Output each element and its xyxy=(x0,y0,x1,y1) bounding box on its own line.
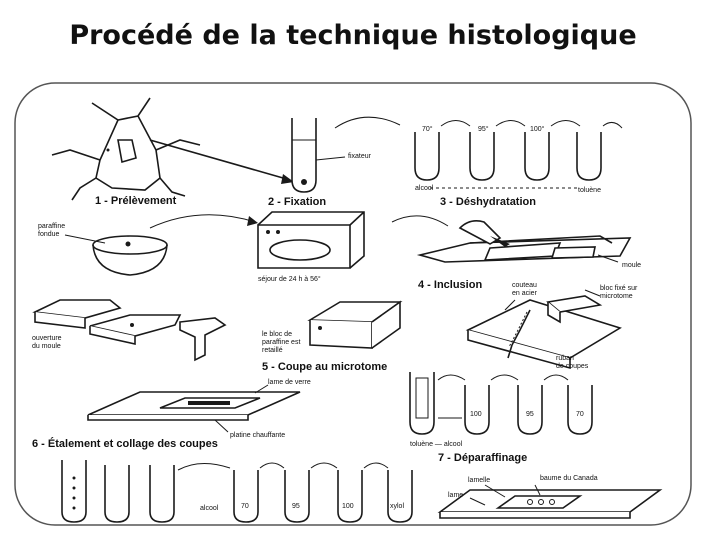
microtome-setup xyxy=(465,289,622,370)
heating-plate xyxy=(87,384,301,433)
tube-label-d95: 95 xyxy=(526,411,534,418)
tube-label-b70: 70 xyxy=(241,503,249,510)
fixation-tube xyxy=(291,118,346,193)
oven xyxy=(257,211,365,269)
tube-label-70: 70° xyxy=(422,125,433,133)
paraffin-block xyxy=(307,300,403,349)
label-paraffine: paraffine xyxy=(38,223,65,230)
step-4-label: 4 - Inclusion xyxy=(418,279,482,291)
label-lame: lame xyxy=(448,492,463,499)
label-alcool: alcool xyxy=(415,185,434,192)
arrow-to-inclusion xyxy=(391,215,449,227)
tube-label-xylol: xylol xyxy=(390,503,404,510)
label-lamelle: lamelle xyxy=(468,477,490,484)
step-6-label: 6 - Étalement et collage des coupes xyxy=(32,437,218,450)
label-ruban: ruban xyxy=(556,355,574,362)
label-de-coupes: de coupes xyxy=(556,363,589,370)
label-fondue: fondue xyxy=(38,231,60,238)
label-en-acier: en acier xyxy=(512,290,538,297)
tube-label-d100: 100 xyxy=(470,411,482,418)
rat-illustration xyxy=(51,97,201,201)
tube-label-95: 95° xyxy=(478,125,489,133)
label-baume: baume du Canada xyxy=(540,475,598,482)
diagram-frame xyxy=(14,82,692,526)
label-sejour: séjour de 24 h à 56° xyxy=(258,275,321,283)
page-title: Procédé de la technique histologique xyxy=(69,20,637,51)
paraffin-bowl xyxy=(64,234,168,276)
label-ouverture: ouverture xyxy=(32,335,62,342)
mold-pieces xyxy=(32,299,227,362)
step-2-label: 2 - Fixation xyxy=(268,196,326,208)
step-5-label: 5 - Coupe au microtome xyxy=(262,361,387,373)
step-1-label: 1 - Prélèvement xyxy=(95,195,177,207)
label-couteau: couteau xyxy=(512,282,537,289)
tube-label-b95: 95 xyxy=(292,503,300,510)
tube-label-100: 100° xyxy=(530,125,545,133)
label-bloc-2: paraffine est xyxy=(262,339,300,346)
label-alcool-bottom: alcool xyxy=(200,505,219,512)
mounted-slide xyxy=(437,484,663,519)
label-lame-de-verre: lame de verre xyxy=(268,379,311,386)
step-7-label: 7 - Déparaffinage xyxy=(438,452,527,464)
arrow-to-oven xyxy=(149,214,256,229)
label-moule: moule xyxy=(622,262,641,269)
label-bloc-3: retaillé xyxy=(262,347,283,354)
label-du-moule: du moule xyxy=(32,343,61,350)
dehydration-tubes xyxy=(414,120,623,189)
label-bloc-fixe: bloc fixé sur xyxy=(600,285,638,292)
label-toluene: toluène xyxy=(578,187,601,194)
deparaffin-tubes xyxy=(409,372,593,435)
step-3-label: 3 - Déshydratation xyxy=(440,196,536,208)
label-platine: platine chauffante xyxy=(230,432,285,439)
arrow-to-fixation xyxy=(149,139,291,181)
label-bloc-1: le bloc de xyxy=(262,331,292,338)
label-microtome: microtome xyxy=(600,293,633,300)
label-toluene-alcool: toluène — alcool xyxy=(410,441,463,448)
inclusion-setup xyxy=(416,220,632,263)
label-fixateur: fixateur xyxy=(348,153,372,160)
bottom-tubes xyxy=(61,460,413,523)
tube-label-b100: 100 xyxy=(342,503,354,510)
tube-label-d70: 70 xyxy=(576,411,584,418)
arrow-to-dehydration xyxy=(334,116,401,129)
